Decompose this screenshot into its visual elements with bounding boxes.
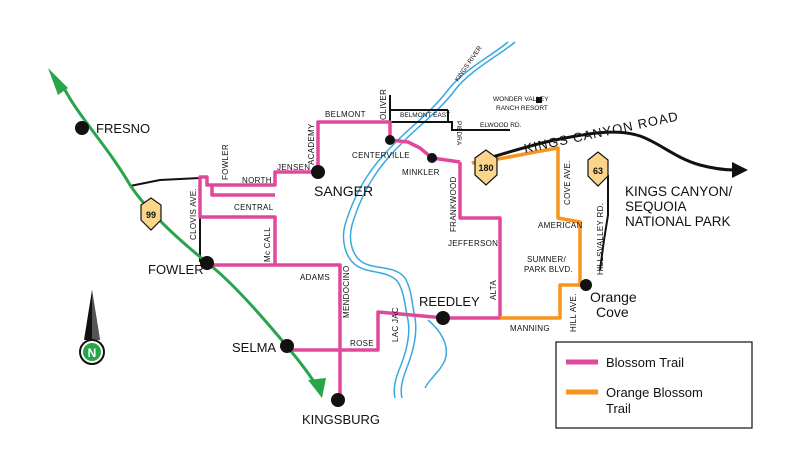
reedley-marker [436, 311, 450, 325]
road-label-clovis: CLOVIS AVE. [189, 188, 198, 240]
sanger-label: SANGER [314, 183, 373, 199]
road-label-north: NORTH [242, 176, 272, 185]
park-arrow-icon [732, 162, 748, 178]
wonder-valley-label-2: RANCH RESORT [496, 105, 548, 112]
hwy-63-label: 63 [593, 166, 603, 176]
road-label-hill: HILL AVE. [569, 293, 578, 332]
hwy-180-label: 180 [478, 163, 493, 173]
road-label-central: CENTRAL [234, 203, 274, 212]
compass-label: N [88, 346, 97, 360]
road-label-rose: ROSE [350, 339, 374, 348]
kingsburg-label: KINGSBURG [302, 412, 380, 427]
minkler-label: MINKLER [402, 168, 440, 177]
road-label-oliver: OLIVER [379, 89, 388, 120]
road-label-sumner-2: PARK BLVD. [524, 265, 573, 274]
legend-label-blossom: Blossom Trail [606, 355, 684, 370]
selma-marker [280, 339, 294, 353]
kings-canyon-road-label: KINGS CANYON ROAD [523, 108, 681, 155]
road-label-mendocino: MENDOCINO [342, 266, 351, 318]
road-label-lac-jac: LAC JAC [391, 307, 400, 342]
road-label-sumner-1: SUMNER/ [527, 255, 566, 264]
road-label-academy: ACADEMY [307, 123, 316, 165]
city-markers [75, 121, 592, 407]
road-label-elwood: ELWOOD RD. [480, 122, 522, 129]
legend-box [555, 341, 753, 429]
fowler-marker [200, 256, 214, 270]
road-label-alta: ALTA [489, 280, 498, 300]
hwy-99-label: 99 [146, 210, 156, 220]
kings-canyon-road-line [471, 130, 748, 178]
highway-63-shield: 63 [587, 151, 609, 187]
selma-label: SELMA [232, 340, 276, 355]
south-arrow-99-icon [308, 378, 326, 398]
kings-river-label: KINGS RIVER [454, 45, 484, 84]
park-label-1: KINGS CANYON/ [625, 184, 733, 199]
road-label-cove: COVE AVE. [563, 160, 572, 205]
orange-cove-label-1: Orange [590, 289, 637, 305]
orange-cove-label-2: Cove [596, 304, 629, 320]
reedley-label: REEDLEY [419, 294, 480, 309]
highway-180-shield: 180 [474, 149, 498, 186]
park-label-3: NATIONAL PARK [625, 214, 731, 229]
wonder-valley-marker [536, 97, 542, 103]
road-label-mccall: Mc CALL [263, 227, 272, 262]
centerville-marker [385, 135, 395, 145]
road-label-frankwood: FRANKWOOD [449, 176, 458, 232]
road-label-belmont: BELMONT [325, 110, 366, 119]
north-arrow-99-icon [48, 68, 68, 95]
road-label-belmont-east: BELMONT EAST [400, 112, 450, 119]
legend-label-orange-1: Orange Blossom [606, 385, 703, 400]
road-label-jefferson: JEFFERSON [448, 239, 498, 248]
road-label-fowler: FOWLER [221, 144, 230, 180]
wonder-valley-label-1: WONDER VALLEY [493, 96, 549, 103]
road-label-piedra: PIEDRA [455, 121, 462, 146]
fowler-label: FOWLER [148, 262, 204, 277]
black-roads [129, 95, 609, 271]
road-label-adams: ADAMS [300, 273, 330, 282]
minkler-marker [427, 153, 437, 163]
north-compass: N [79, 290, 105, 365]
fresno-marker [75, 121, 89, 135]
sanger-marker [311, 165, 325, 179]
highway-99-shield: 99 [140, 197, 162, 231]
road-label-american: AMERICAN [538, 221, 583, 230]
road-label-jensen: JENSEN [277, 163, 310, 172]
centerville-label: CENTERVILLE [352, 151, 410, 160]
road-label-manning: MANNING [510, 324, 550, 333]
orange-cove-marker [580, 279, 592, 291]
road-label-hillsvalley: HILLSVALLEY RD. [596, 203, 605, 275]
fresno-label: FRESNO [96, 121, 150, 136]
park-label-2: SEQUOIA [625, 199, 687, 214]
legend-label-orange-2: Trail [606, 401, 631, 416]
kingsburg-marker [331, 393, 345, 407]
legend: Blossom Trail Orange Blossom Trail [555, 341, 753, 429]
